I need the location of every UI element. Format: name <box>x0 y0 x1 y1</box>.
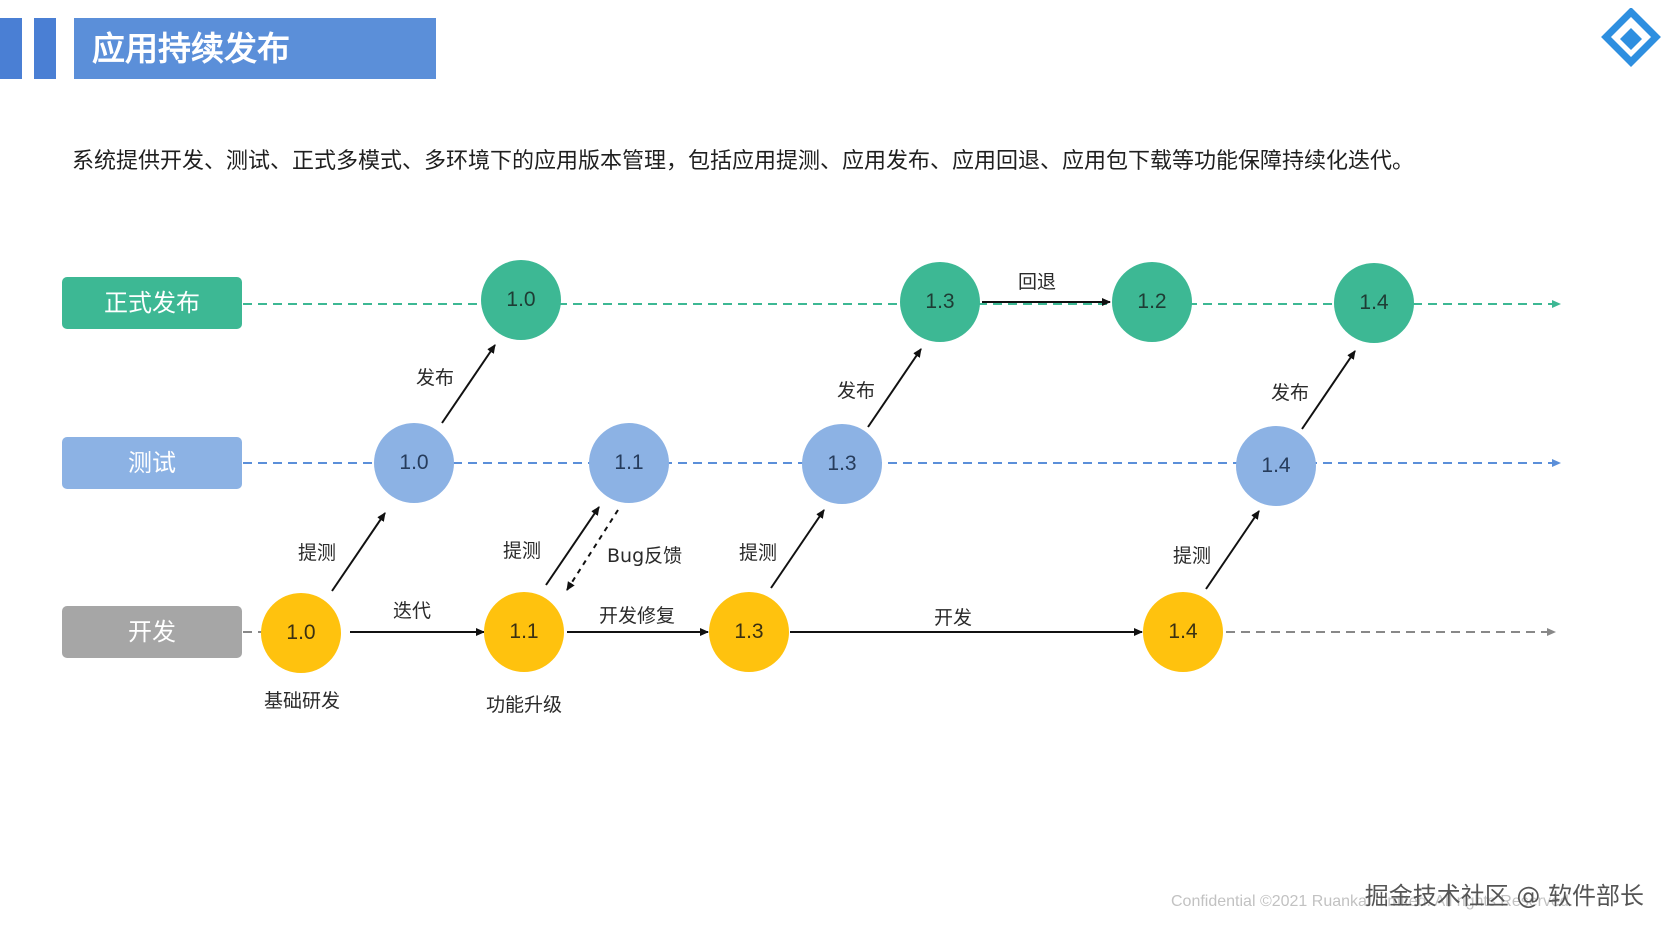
label-submit-1: 提测 <box>298 542 337 564</box>
arrow-submit-2 <box>545 506 600 586</box>
label-release-3: 发布 <box>1271 382 1310 404</box>
dev-node-1-1: 1.1 <box>484 592 564 672</box>
label-submit-4: 提测 <box>1173 545 1212 567</box>
label-rollback: 回退 <box>1018 271 1057 293</box>
lane-label-test: 测试 <box>62 437 242 489</box>
release-node-1-2: 1.2 <box>1112 262 1192 342</box>
footer-watermark: 掘金技术社区 @ 软件部长 <box>1364 882 1644 910</box>
label-dev-fix: 开发修复 <box>599 605 676 627</box>
arrow-submit-3 <box>770 509 825 589</box>
release-node-1-3: 1.3 <box>900 262 980 342</box>
header-accent-bar-right <box>34 18 56 79</box>
arrow-submit-1 <box>331 512 386 592</box>
lane-label-release: 正式发布 <box>62 277 242 329</box>
label-submit-3: 提测 <box>739 542 778 564</box>
label-iterate: 迭代 <box>393 600 432 622</box>
arrow-submit-4 <box>1205 510 1260 590</box>
label-submit-2: 提测 <box>503 540 542 562</box>
header-accent-bar-left <box>0 18 22 79</box>
label-bug-feedback: Bug反馈 <box>607 545 683 567</box>
arrow-release-2 <box>867 348 922 428</box>
dev-node-1-0: 1.0 <box>261 593 341 673</box>
arrow-release-1 <box>441 344 496 424</box>
dev-node-1-3: 1.3 <box>709 592 789 672</box>
test-node-1-3: 1.3 <box>802 424 882 504</box>
page-title: 应用持续发布 <box>74 18 436 79</box>
release-node-1-0: 1.0 <box>481 260 561 340</box>
arrow-release-3 <box>1301 350 1356 430</box>
label-release-2: 发布 <box>837 380 876 402</box>
test-node-1-1: 1.1 <box>589 423 669 503</box>
test-node-1-4: 1.4 <box>1236 426 1316 506</box>
release-node-1-4: 1.4 <box>1334 263 1414 343</box>
diamond-layers-icon <box>1601 8 1661 67</box>
label-feature-upgrade: 功能升级 <box>486 694 563 716</box>
description-text: 系统提供开发、测试、正式多模式、多环境下的应用版本管理，包括应用提测、应用发布、… <box>72 149 1415 174</box>
label-basic-dev: 基础研发 <box>264 690 341 712</box>
footer-confidential: Confidential ©2021 Ruankai Limited. All … <box>1171 893 1574 910</box>
lane-label-dev: 开发 <box>62 606 242 658</box>
test-node-1-0: 1.0 <box>374 423 454 503</box>
dev-node-1-4: 1.4 <box>1143 592 1223 672</box>
label-release-1: 发布 <box>416 367 455 389</box>
label-develop: 开发 <box>934 607 973 629</box>
